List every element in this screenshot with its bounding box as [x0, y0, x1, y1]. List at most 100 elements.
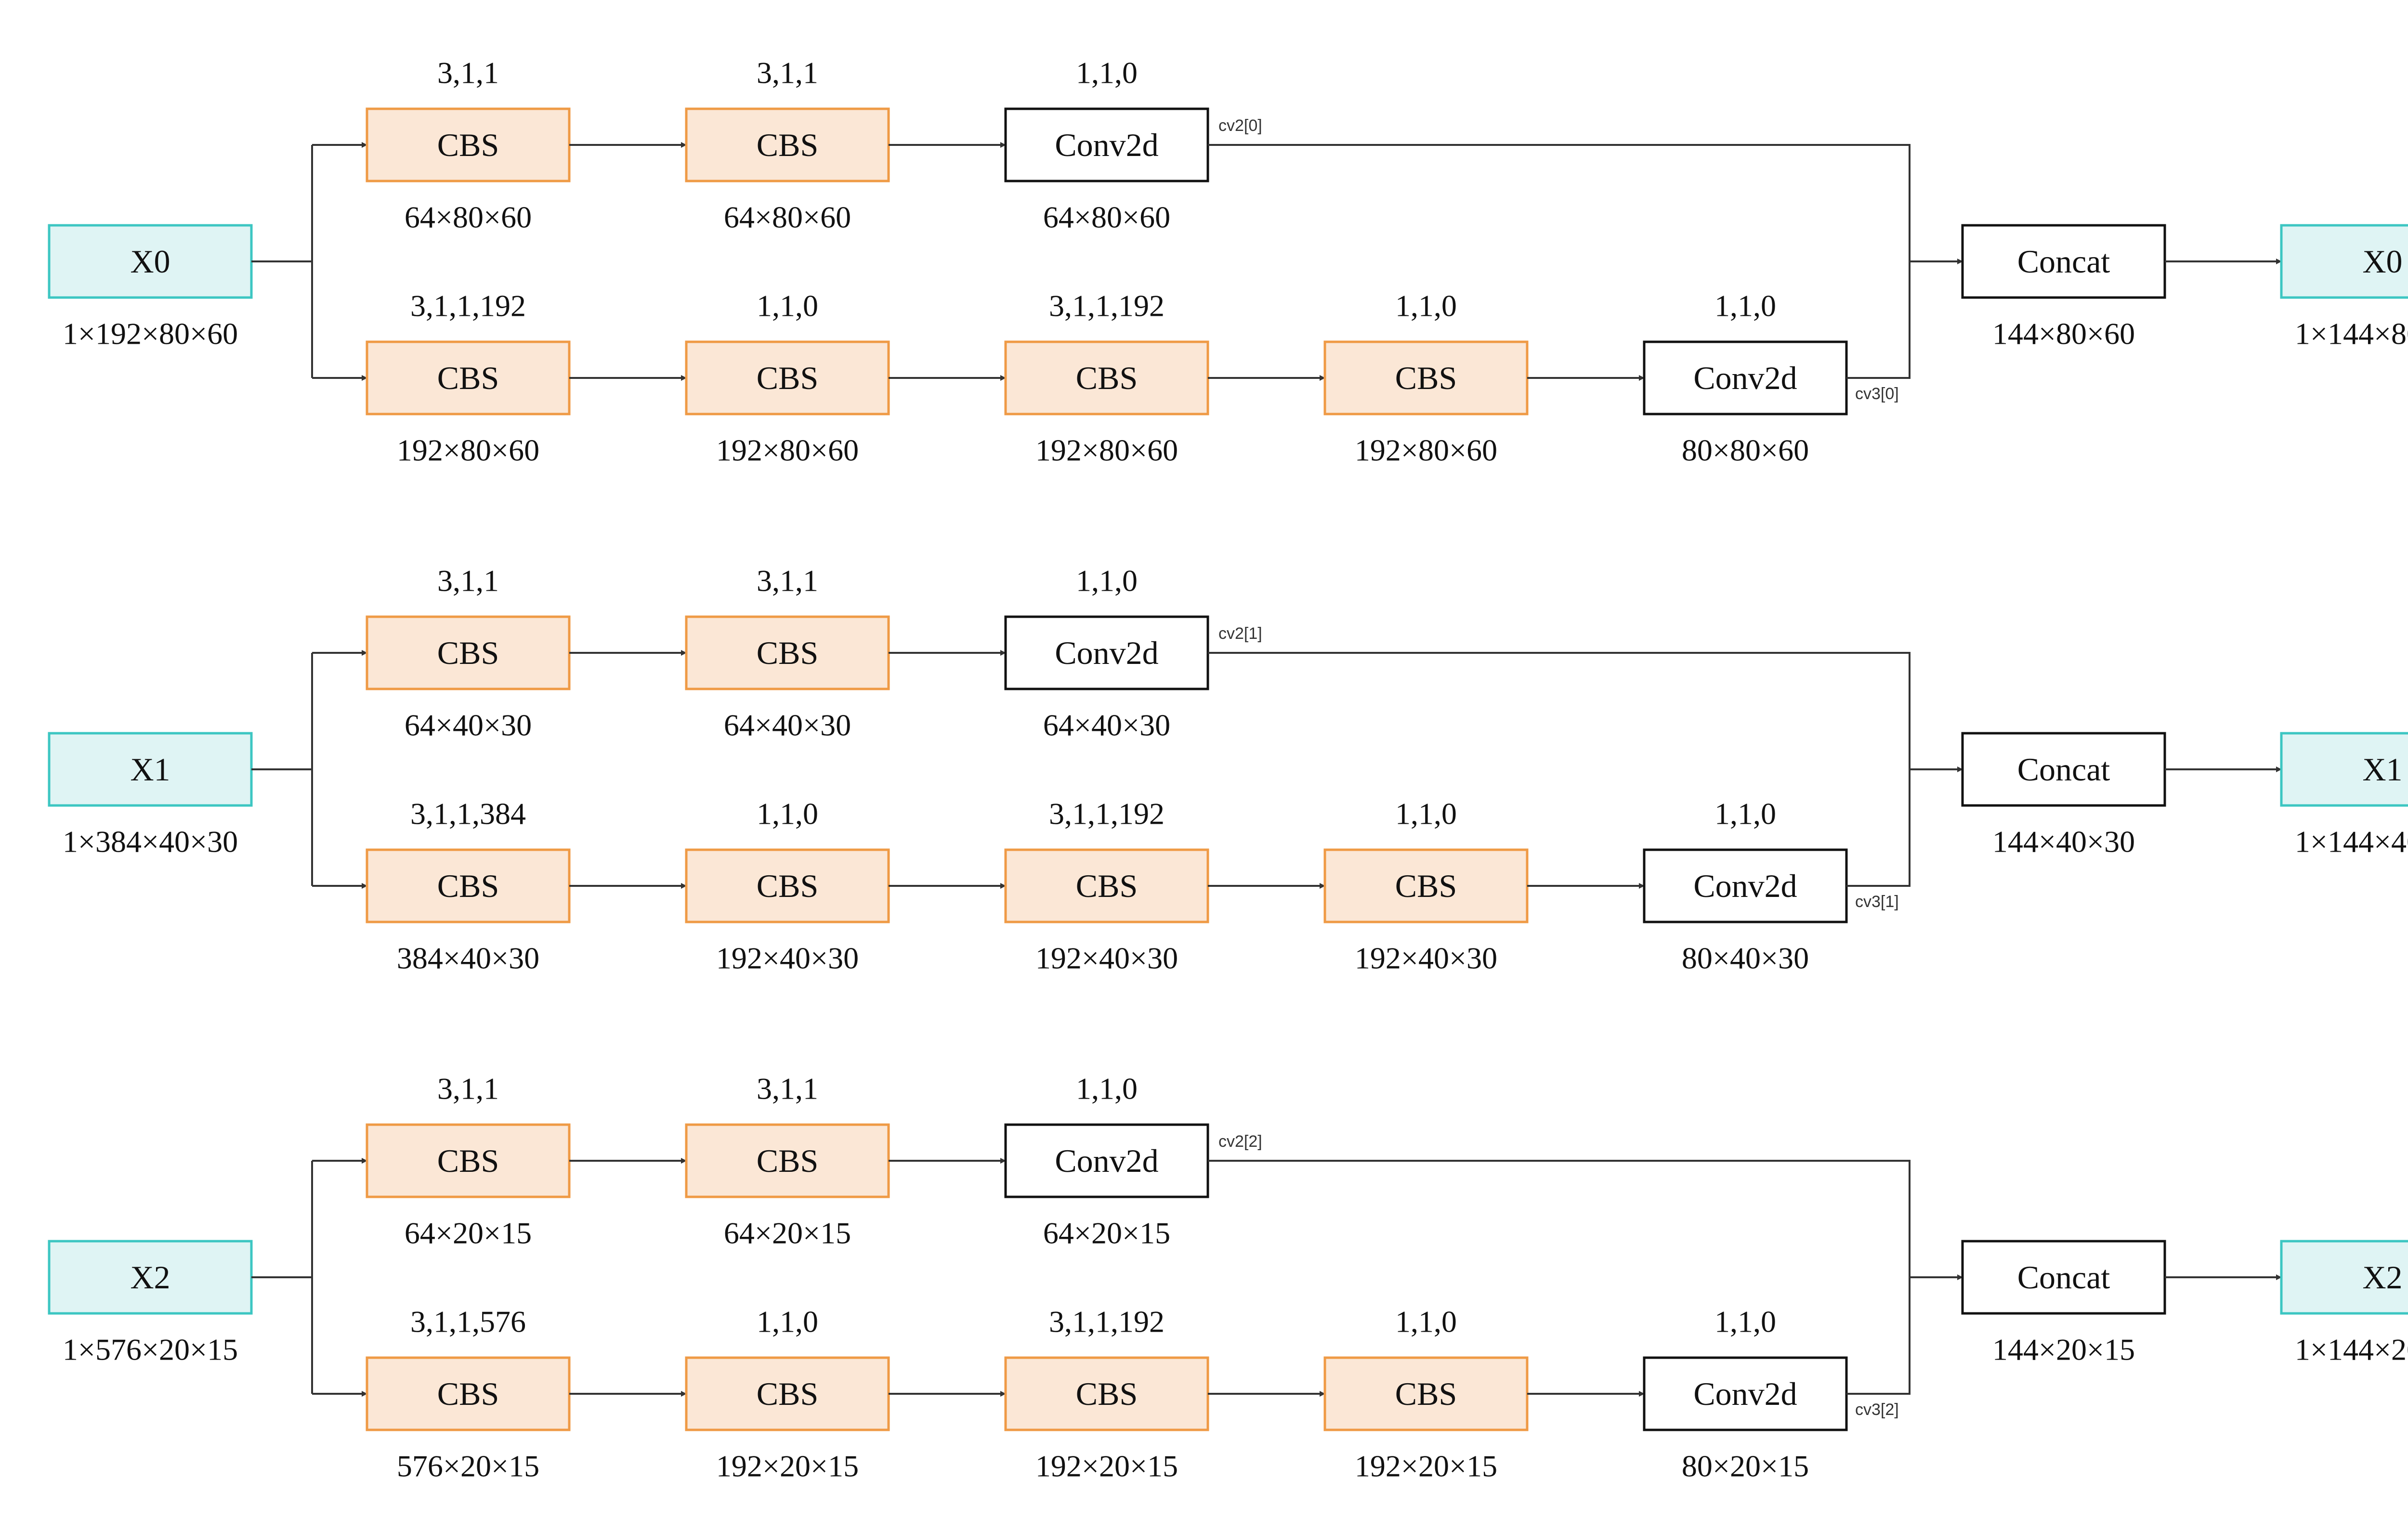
conv2d-block-label: Conv2d	[1055, 1142, 1158, 1179]
cbs-block-label: CBS	[1395, 360, 1457, 396]
cbs-block: CBS	[685, 1123, 890, 1198]
block-shape-label: 64×40×30	[724, 708, 851, 742]
cbs-block-label: CBS	[757, 1375, 819, 1412]
block-shape-label: 80×40×30	[1682, 941, 1809, 975]
block-shape-label: 192×20×15	[716, 1449, 859, 1483]
conv2d-block-label: Conv2d	[1055, 635, 1158, 671]
cbs-block-rect	[1004, 340, 1209, 415]
concat-block-label: Concat	[2017, 1259, 2110, 1296]
cv3-connector	[1846, 1277, 1911, 1395]
input-node: X0	[48, 224, 253, 299]
block-shape-label: 64×40×30	[1043, 708, 1170, 742]
block-shape-label: 192×80×60	[716, 433, 859, 467]
block-params-label: 1,1,0	[757, 289, 818, 323]
block-shape-label: 64×80×60	[405, 200, 532, 234]
concat-shape-label: 144×20×15	[1992, 1333, 2135, 1367]
cbs-block-rect	[685, 848, 890, 923]
concat-shape-label: 144×80×60	[1992, 317, 2135, 351]
cbs-block-rect	[685, 107, 890, 182]
cbs-block: CBS	[685, 1356, 890, 1431]
output-node: X1	[2280, 732, 2408, 807]
cbs-block-rect	[366, 107, 571, 182]
block-params-label: 3,1,1,384	[410, 797, 526, 831]
cbs-block-label: CBS	[757, 360, 819, 396]
block-shape-label: 64×20×15	[1043, 1216, 1170, 1250]
block-params-label: 1,1,0	[1076, 1072, 1138, 1106]
cbs-block-rect	[366, 848, 571, 923]
cbs-block-label: CBS	[437, 360, 499, 396]
cbs-block-label: CBS	[437, 1142, 499, 1179]
cbs-block: CBS	[1004, 1356, 1209, 1431]
cv3-tag: cv3[1]	[1855, 893, 1899, 911]
concat-block: Concat	[1961, 1240, 2166, 1315]
block-params-label: 3,1,1	[437, 56, 499, 90]
conv2d-block-label: Conv2d	[1055, 127, 1158, 163]
cbs-block: CBS	[685, 107, 890, 182]
cbs-block: CBS	[1004, 340, 1209, 415]
block-params-label: 3,1,1	[757, 56, 818, 90]
cv2-connector	[1208, 652, 1911, 769]
concat-block-rect	[1961, 224, 2166, 299]
output-node-rect	[2280, 732, 2408, 807]
cbs-block: CBS	[1323, 848, 1529, 923]
cbs-block-label: CBS	[437, 1375, 499, 1412]
cbs-block-label: CBS	[1076, 1375, 1138, 1412]
cbs-block: CBS	[366, 615, 571, 690]
cbs-block-rect	[366, 1356, 571, 1431]
cbs-block: CBS	[366, 1123, 571, 1198]
block-shape-label: 64×40×30	[405, 708, 532, 742]
cbs-block-label: CBS	[437, 868, 499, 904]
concat-block: Concat	[1961, 224, 2166, 299]
input-node-rect	[48, 1240, 253, 1315]
cv2-tag: cv2[2]	[1218, 1132, 1262, 1151]
output-shape-label: 1×144×80×60	[2295, 317, 2408, 351]
cbs-block: CBS	[366, 340, 571, 415]
concat-block-label: Concat	[2017, 243, 2110, 280]
block-shape-label: 192×80×60	[1035, 433, 1178, 467]
block-shape-label: 192×80×60	[1355, 433, 1497, 467]
input-node-rect	[48, 732, 253, 807]
block-shape-label: 64×80×60	[1043, 200, 1170, 234]
cv3-tag: cv3[2]	[1855, 1401, 1899, 1419]
conv2d-block: Conv2d	[1004, 1123, 1209, 1198]
cbs-block: CBS	[1323, 1356, 1529, 1431]
branch-1: X11×384×40×303,1,1CBS64×40×303,1,1CBS64×…	[48, 564, 2408, 975]
block-shape-label: 64×20×15	[405, 1216, 532, 1250]
cv2-connector	[1208, 1160, 1911, 1277]
block-shape-label: 384×40×30	[397, 941, 539, 975]
block-shape-label: 80×20×15	[1682, 1449, 1809, 1483]
concat-block-label: Concat	[2017, 751, 2110, 788]
cv3-tag: cv3[0]	[1855, 385, 1899, 403]
cv2-tag: cv2[0]	[1218, 117, 1262, 135]
output-shape-label: 1×144×40×30	[2295, 825, 2408, 859]
cbs-block-rect	[685, 1123, 890, 1198]
output-node-label: X2	[2362, 1259, 2402, 1296]
block-params-label: 3,1,1	[437, 1072, 499, 1106]
block-params-label: 1,1,0	[1714, 1305, 1776, 1339]
cbs-block-label: CBS	[757, 127, 819, 163]
conv2d-block-rect	[1004, 1123, 1209, 1198]
block-params-label: 3,1,1,192	[410, 289, 526, 323]
branch-2: X21×576×20×153,1,1CBS64×20×153,1,1CBS64×…	[48, 1072, 2408, 1483]
cbs-block: CBS	[685, 848, 890, 923]
concat-block-rect	[1961, 732, 2166, 807]
cbs-block: CBS	[366, 848, 571, 923]
input-node-label: X0	[130, 243, 170, 280]
input-node: X1	[48, 732, 253, 807]
cbs-block-rect	[1004, 1356, 1209, 1431]
block-shape-label: 192×20×15	[1355, 1449, 1497, 1483]
conv2d-block-label: Conv2d	[1693, 360, 1797, 396]
cbs-block-label: CBS	[437, 127, 499, 163]
block-params-label: 1,1,0	[757, 797, 818, 831]
cbs-block-label: CBS	[437, 635, 499, 671]
output-node-label: X0	[2362, 243, 2402, 280]
cbs-block-rect	[1323, 848, 1529, 923]
conv2d-block-label: Conv2d	[1693, 868, 1797, 904]
conv2d-block-rect	[1643, 848, 1848, 923]
block-shape-label: 80×80×60	[1682, 433, 1809, 467]
block-params-label: 1,1,0	[1076, 564, 1138, 598]
block-params-label: 3,1,1,192	[1049, 1305, 1165, 1339]
cbs-block-rect	[1323, 340, 1529, 415]
output-shape-label: 1×144×20×15	[2295, 1333, 2408, 1367]
cv2-connector	[1208, 144, 1911, 261]
